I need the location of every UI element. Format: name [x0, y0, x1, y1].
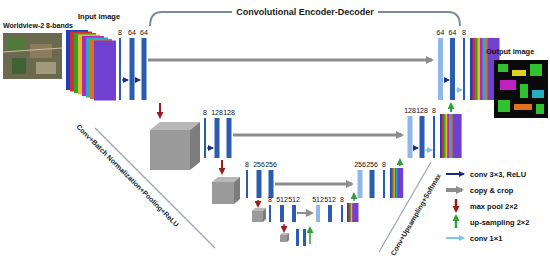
- legend-text: up-sampling 2×2: [470, 218, 529, 227]
- channel-count: 128: [211, 109, 223, 116]
- channel-count: 512: [324, 196, 336, 203]
- legend-text: conv 1×1: [470, 234, 502, 243]
- channel-count: 512: [312, 196, 324, 203]
- diagram-title: Convolutional Encoder-Decoder: [232, 7, 378, 17]
- legend-text: copy & crop: [470, 186, 513, 195]
- channel-count: 8: [268, 196, 272, 203]
- channel-count: 64: [128, 29, 136, 36]
- channel-count: 128: [416, 107, 428, 114]
- legend-text: max pool 2×2: [470, 202, 518, 211]
- channel-count: 128: [404, 107, 416, 114]
- image-node: Input image: [78, 12, 120, 21]
- image-heading: Input image: [78, 12, 120, 21]
- channel-count: 64: [140, 29, 148, 36]
- channel-count: 64: [449, 29, 457, 36]
- image-node: Output image: [486, 47, 534, 56]
- channel-count: 512: [288, 196, 300, 203]
- channel-count: 256: [265, 161, 277, 168]
- channel-count: 64: [437, 29, 445, 36]
- channel-count: 256: [253, 161, 265, 168]
- channel-count: 256: [366, 161, 378, 168]
- channel-count: 8: [340, 196, 344, 203]
- channel-count: 8: [432, 107, 436, 114]
- channel-count: 128: [223, 109, 235, 116]
- channel-count: 256: [354, 161, 366, 168]
- image-node: Worldview-2 8-bands: [3, 22, 73, 29]
- channel-count: 8: [118, 29, 122, 36]
- channel-count: 512: [276, 196, 288, 203]
- channel-count: 8: [245, 161, 249, 168]
- channel-count: 8: [462, 29, 466, 36]
- image-heading: Worldview-2 8-bands: [3, 22, 73, 29]
- image-heading: Output image: [486, 47, 534, 56]
- channel-count: 8: [203, 109, 207, 116]
- channel-count: 8: [382, 161, 386, 168]
- legend-text: conv 3×3, ReLU: [470, 170, 526, 179]
